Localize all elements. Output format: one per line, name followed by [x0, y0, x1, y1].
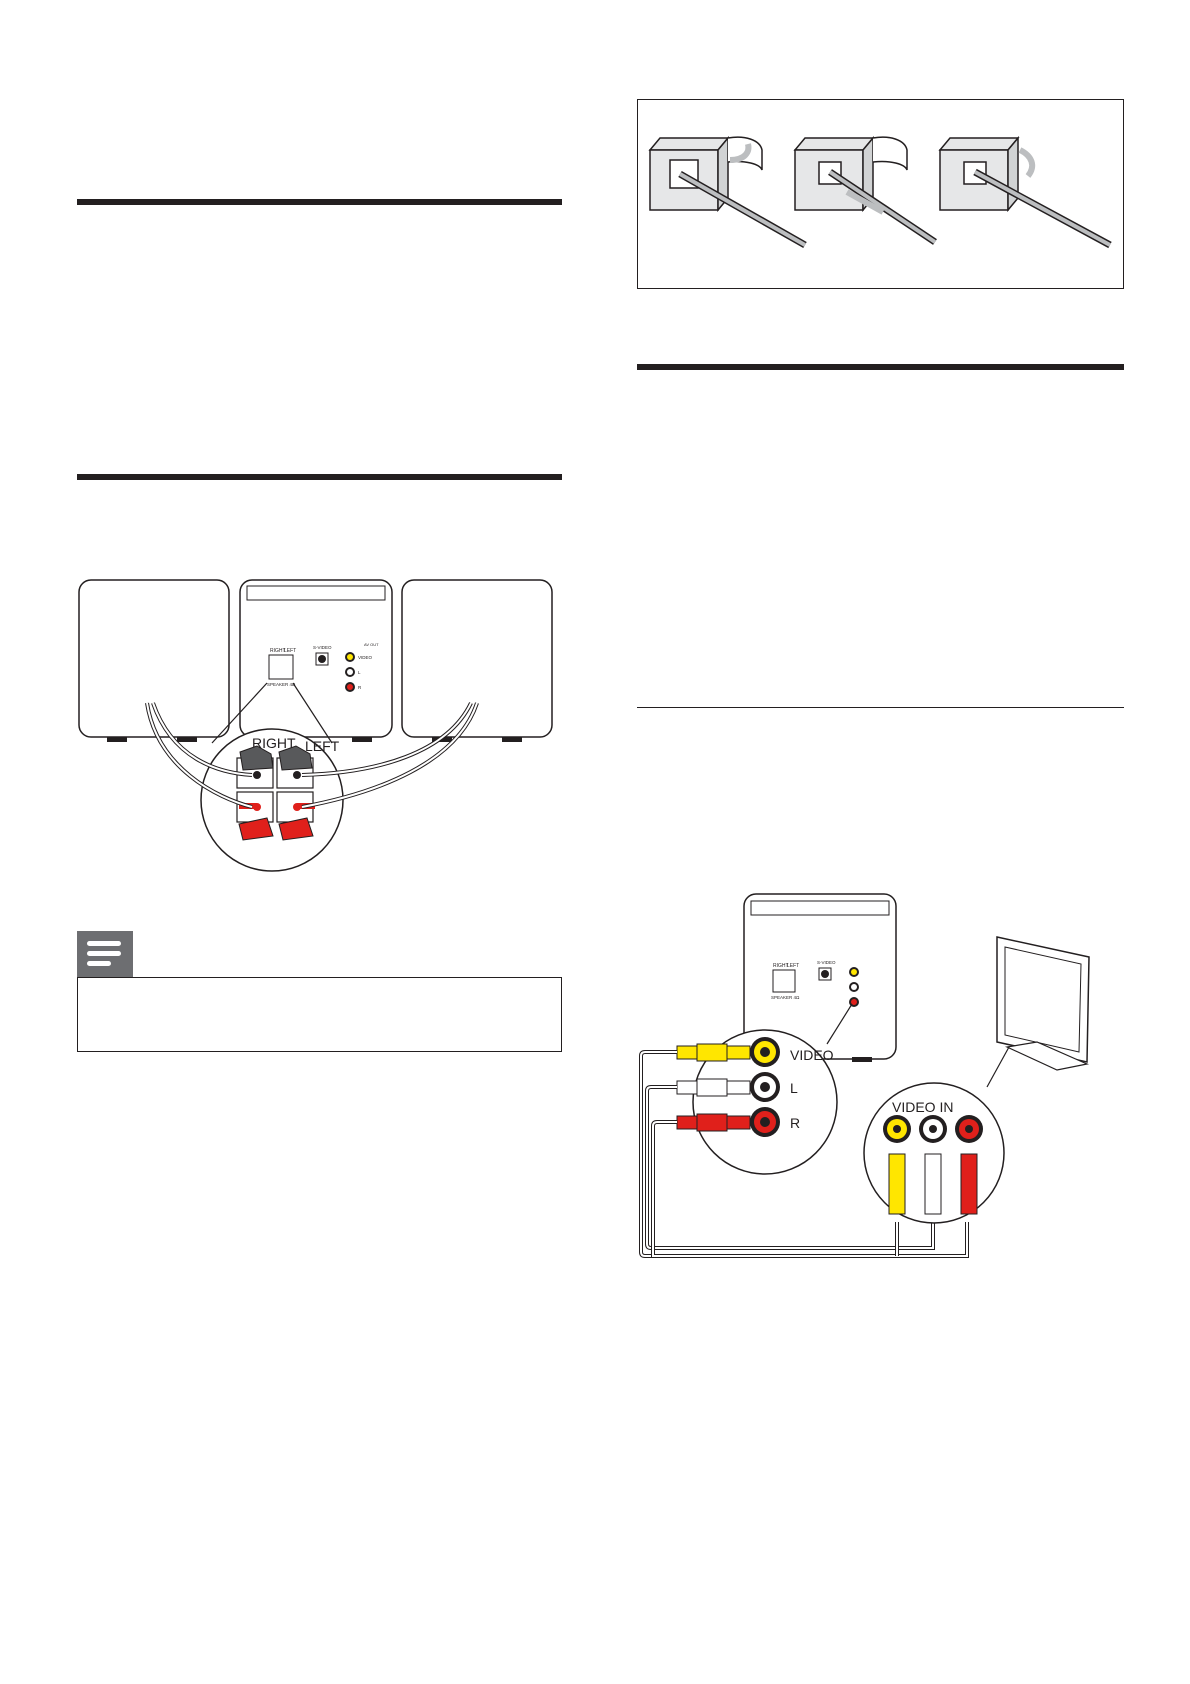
section-rule-3 — [637, 364, 1124, 370]
panel-label-speaker: SPEAKER 4Ω — [267, 682, 296, 687]
panel-label-video: VIDEO — [358, 655, 373, 660]
section-rule-1 — [77, 199, 562, 205]
panel-label-avout: AV OUT — [364, 642, 379, 647]
panel-label-r: R — [358, 685, 362, 690]
note-box — [77, 977, 562, 1052]
note-icon — [77, 931, 133, 978]
output-label-l: L — [790, 1080, 798, 1096]
av-panel-label-right: RIGHT — [773, 963, 789, 969]
tv-plug-video — [888, 1153, 906, 1215]
terminal-label-left: LEFT — [305, 738, 340, 754]
av-connection-figure: RIGHT LEFT SPEAKER 4Ω S-VIDEO VIDEO L R — [637, 892, 1124, 1264]
speaker-connection-figure: RIGHT LEFT SPEAKER 4Ω S-VIDEO AV OUT VID… — [77, 578, 563, 878]
output-label-r: R — [790, 1115, 800, 1131]
subsection-rule — [637, 707, 1124, 708]
output-label-video: VIDEO — [790, 1047, 834, 1063]
red-clip-right — [238, 817, 274, 841]
clip-step-1 — [648, 135, 807, 249]
panel-label-l: L — [358, 670, 361, 675]
terminal-label-right: RIGHT — [252, 735, 296, 751]
right-speaker — [401, 579, 553, 738]
red-clip-left — [278, 817, 314, 841]
av-panel-label-svideo: S-VIDEO — [817, 960, 836, 965]
input-label-video-in: VIDEO IN — [892, 1099, 953, 1115]
panel-label-svideo: S-VIDEO — [313, 645, 332, 650]
panel-label-left: LEFT — [284, 648, 296, 654]
section-rule-2 — [77, 474, 562, 480]
clip-step-3 — [938, 135, 1112, 249]
av-panel-label-speaker: SPEAKER 4Ω — [771, 995, 800, 1000]
tv-plug-l — [924, 1153, 942, 1215]
panel-label-right: RIGHT — [270, 648, 286, 654]
left-speaker — [78, 579, 230, 738]
av-panel-label-left: LEFT — [787, 963, 799, 969]
tv-plug-r — [960, 1153, 978, 1215]
clip-step-2 — [793, 135, 937, 245]
clip-insertion-figure — [637, 99, 1124, 289]
